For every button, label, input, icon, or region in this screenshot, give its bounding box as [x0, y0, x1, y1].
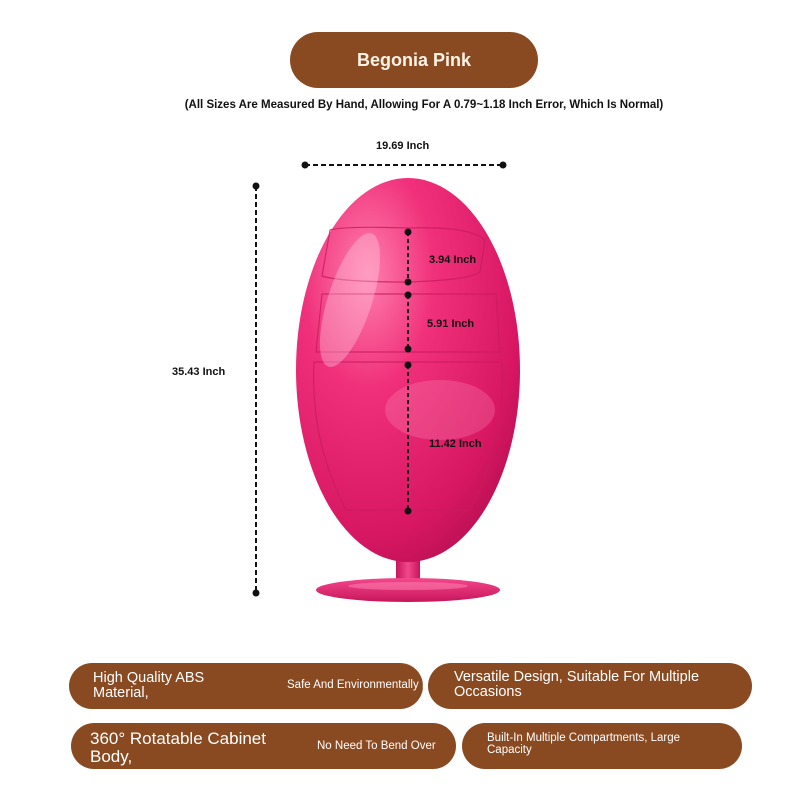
feature-rotatable: 360° Rotatable Cabinet Body, [90, 729, 266, 766]
feature-no-bend: No Need To Bend Over [317, 740, 436, 752]
width-dimension-line [301, 161, 507, 169]
drawer-middle-dimension-line [404, 291, 412, 353]
cabinet-shell [296, 178, 520, 562]
feature-compartments: Built-In Multiple Compartments, Large Ca… [487, 732, 681, 757]
feature-eco-friendly: Safe And Environmentally Friendly [287, 679, 423, 691]
drawer-top-dimension-line [404, 228, 412, 286]
feature-pill-versatile: Versatile Design, Suitable For Multiple … [428, 663, 752, 709]
feature-abs-material: High Quality ABS Material, [93, 670, 205, 702]
drawer-middle-outline [315, 293, 501, 353]
height-dimension-line [252, 182, 260, 597]
feature-pill-rotatable: 360° Rotatable Cabinet Body, No Need To … [71, 723, 456, 769]
drawer-middle-label: 5.91 Inch [427, 318, 475, 330]
product-color-title: Begonia Pink [356, 49, 472, 70]
width-label: 19.69 Inch [376, 140, 430, 152]
egg-cabinet [296, 178, 520, 602]
drawer-bottom-dimension-line [404, 361, 412, 515]
title-badge: Begonia Pink [290, 32, 538, 88]
drawer-top-outline [321, 226, 486, 283]
feature-pill-material: High Quality ABS Material, Safe And Envi… [69, 663, 423, 709]
measurement-note: (All Sizes Are Measured By Hand, Allowin… [184, 99, 664, 111]
drawer-bottom-outline [313, 361, 503, 511]
height-label: 35.43 Inch [172, 366, 226, 378]
feature-versatile: Versatile Design, Suitable For Multiple … [454, 669, 700, 701]
feature-pill-compartments: Built-In Multiple Compartments, Large Ca… [462, 723, 742, 769]
drawer-bottom-label: 11.42 Inch [429, 438, 482, 450]
drawer-top-label: 3.94 Inch [429, 254, 477, 266]
